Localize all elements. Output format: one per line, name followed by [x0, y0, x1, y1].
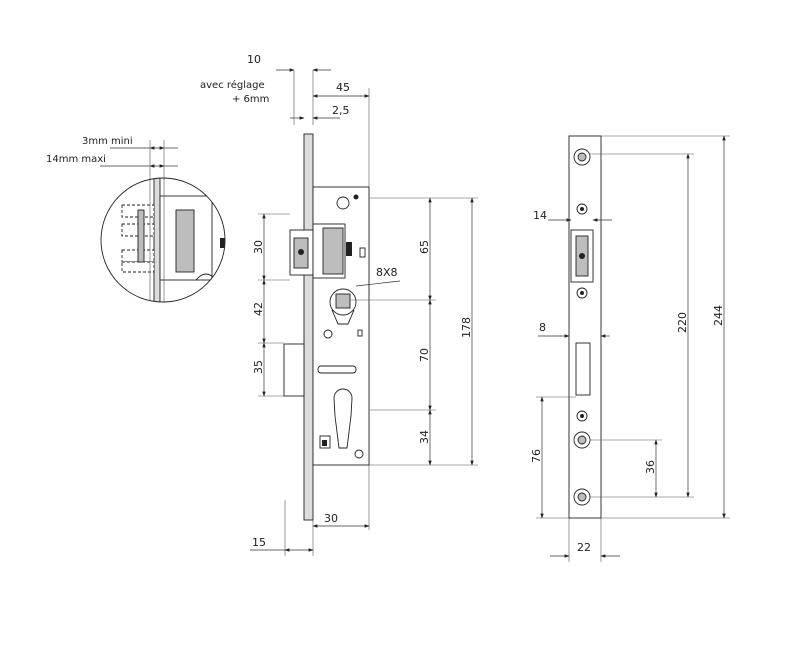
dim-30-horizontal-label: 30 — [324, 512, 338, 525]
detail-content — [101, 178, 225, 302]
lock-faceplate — [303, 133, 314, 521]
dim-76-label: 76 — [530, 449, 543, 463]
dim-65-label: 65 — [418, 240, 431, 254]
case-slot — [317, 365, 357, 374]
dim-10-label: 10 — [247, 53, 261, 66]
dim-36-label: 36 — [644, 460, 657, 474]
faceplate-strike-box — [283, 343, 305, 397]
dim-42-label: 42 — [252, 302, 265, 316]
detail-circle-outline — [100, 177, 226, 303]
adjust-label-line1: avec réglage — [200, 79, 265, 91]
dim-35-label: 35 — [252, 360, 265, 374]
dim-244-label: 244 — [712, 305, 725, 326]
adjust-label-line2: + 6mm — [232, 94, 269, 105]
case-screw-hole — [336, 196, 350, 210]
dim-178-label: 178 — [460, 317, 473, 338]
dim-14-label: 14 — [533, 209, 547, 222]
dim-45-label: 45 — [336, 81, 350, 94]
strike-plate-front-view: 14 8 220 244 36 76 22 — [530, 135, 730, 562]
dim-30-vertical-label: 30 — [252, 240, 265, 254]
dim-220-label: 220 — [676, 312, 689, 333]
dim-2-5-label: 2,5 — [332, 104, 350, 117]
strike-screw-top — [573, 148, 591, 166]
dim-34-label: 34 — [418, 430, 431, 444]
dim-22-label: 22 — [577, 541, 591, 554]
dim-15-label: 15 — [252, 536, 266, 549]
handle-follower — [329, 288, 357, 316]
detail-magnifier: 3mm mini 14mm maxi — [46, 136, 226, 303]
max-gap-label: 14mm maxi — [46, 154, 106, 165]
strike-plate — [568, 135, 602, 519]
strike-bolt-opening — [575, 342, 591, 396]
min-gap-label: 3mm mini — [82, 136, 133, 147]
dim-8-label: 8 — [539, 321, 546, 334]
cylinder-cutout — [333, 388, 353, 449]
dim-70-label: 70 — [418, 348, 431, 362]
dim-8x8-label: 8X8 — [376, 266, 398, 279]
lock-side-view: 10 avec réglage + 6mm 45 2,5 30 42 35 65… — [200, 53, 478, 556]
